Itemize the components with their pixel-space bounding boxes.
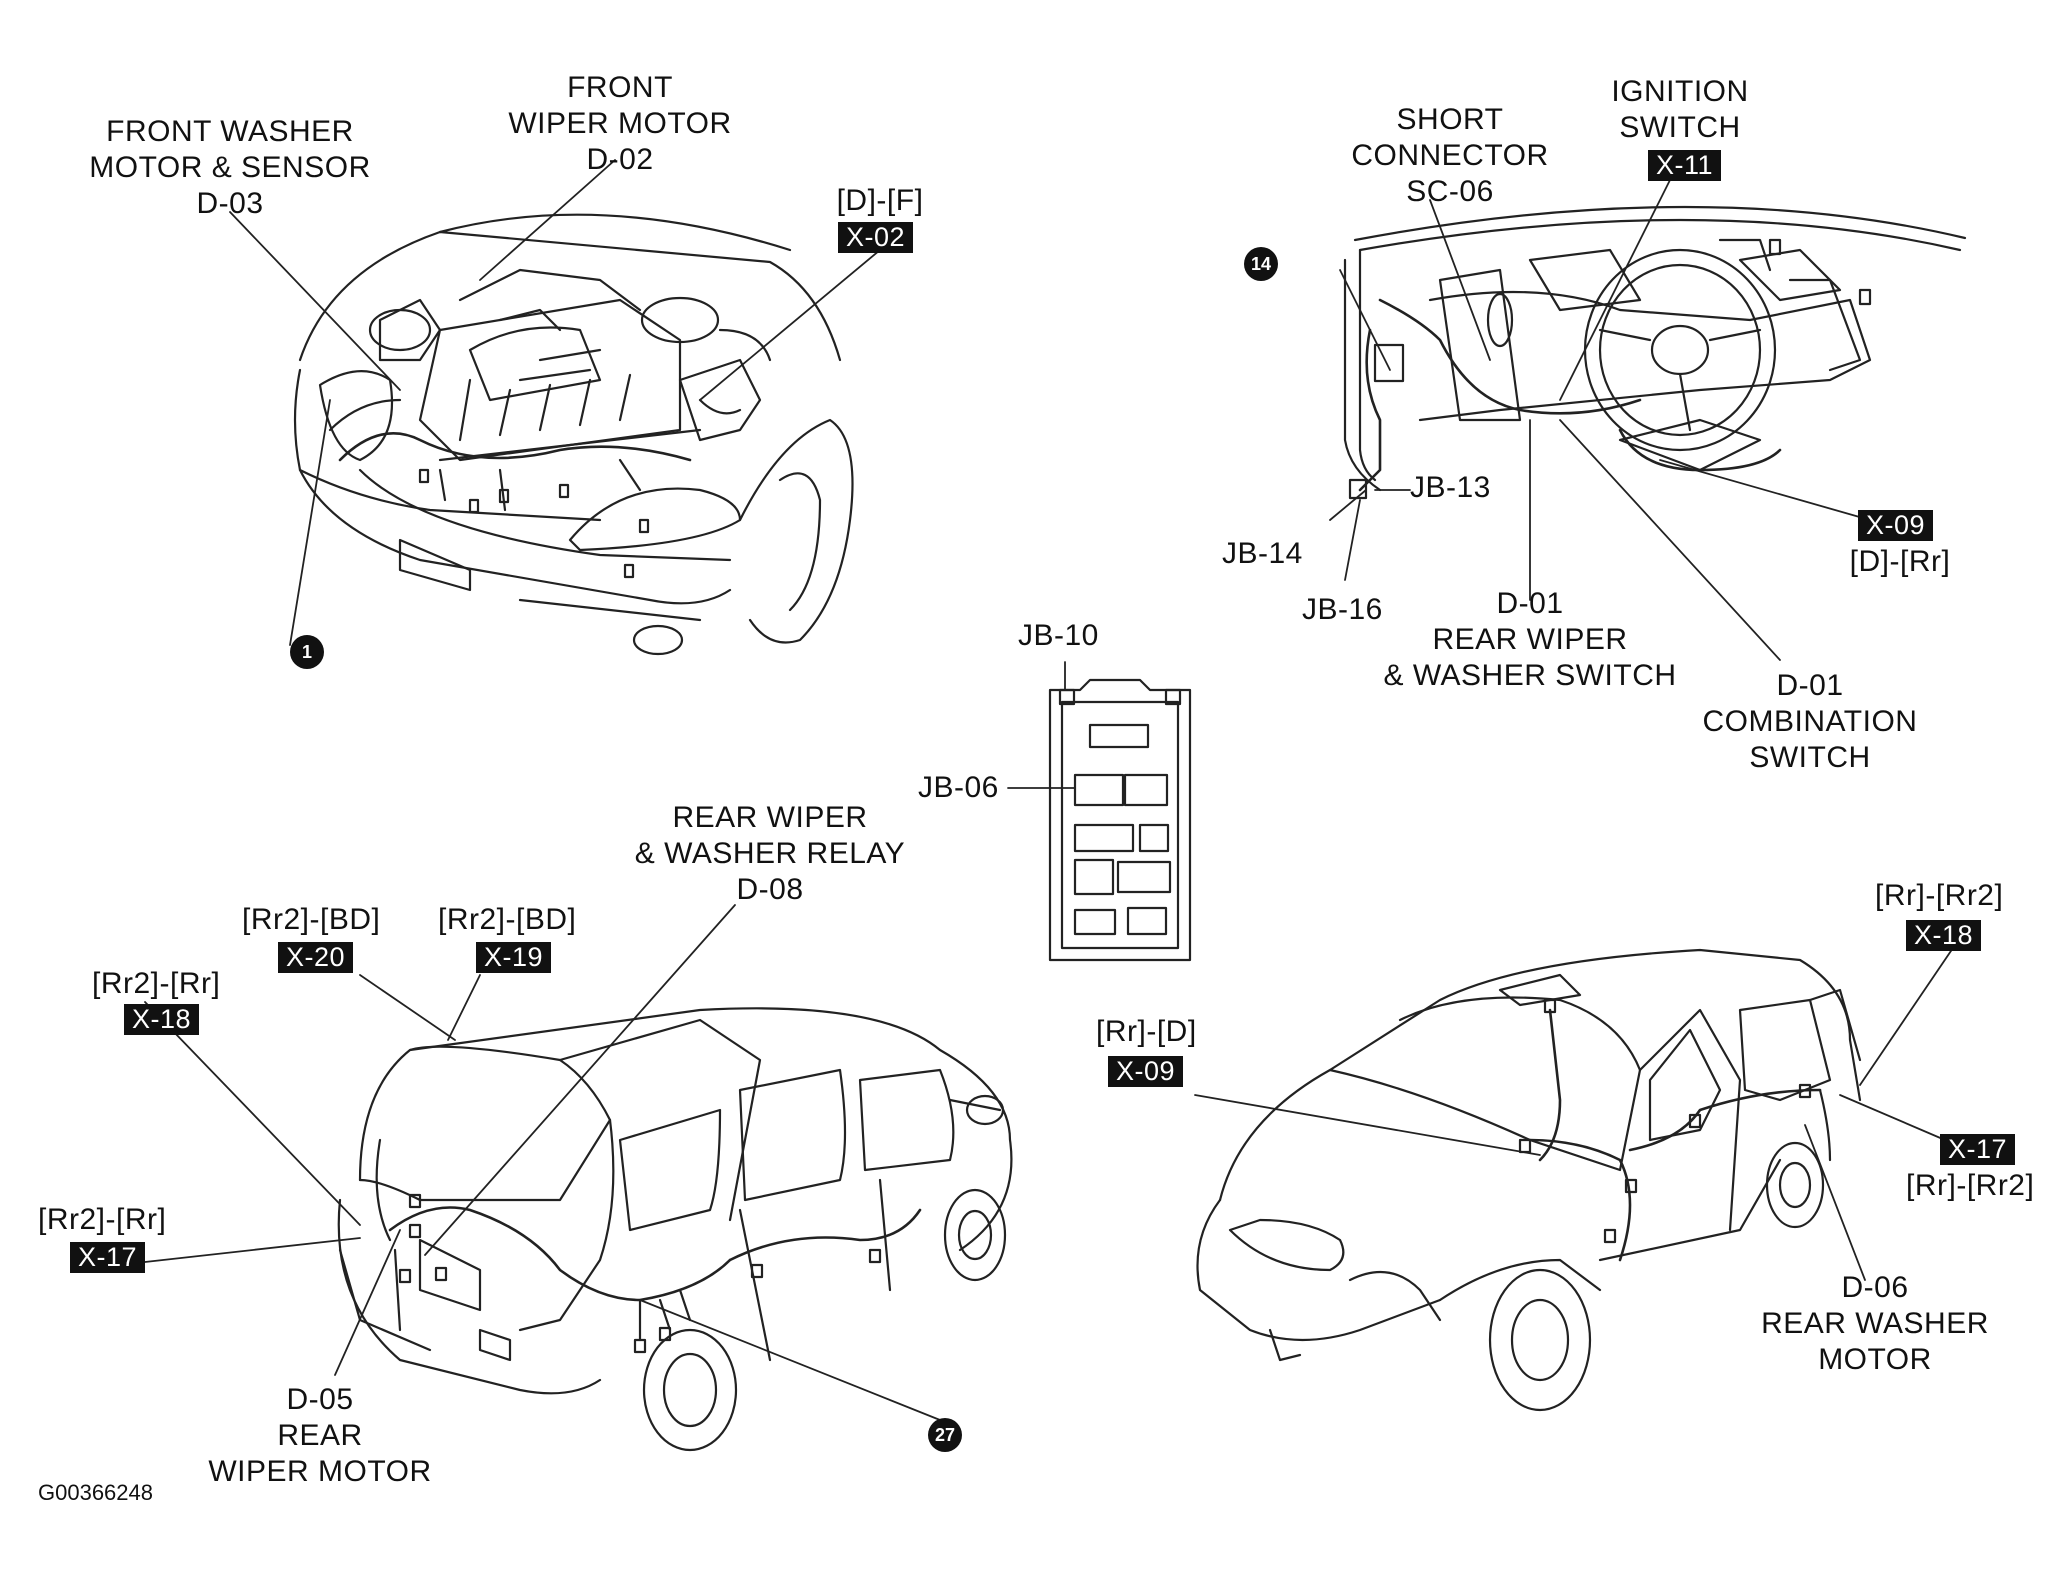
rr2-rr-a-label: [Rr2]-[Rr] [92,967,221,1000]
jb14-label: JB-14 [1222,537,1303,570]
rr-rr2-top-label: [Rr]-[Rr2] [1875,879,2004,912]
x09-top-tag: X-09 [1858,510,1934,541]
x20-tag: X-20 [278,942,354,973]
marker-1: 1 [290,635,324,669]
front-van-drawing [1196,948,1862,1412]
x18-right-tag: X-18 [1906,920,1982,951]
jb13-label: JB-13 [1410,471,1491,504]
x18-left-tag: X-18 [124,1004,200,1035]
d-rr-label: [D]-[Rr] [1849,545,1951,578]
x17-right-tag: X-17 [1940,1134,2016,1165]
dashboard-drawing [1343,205,1967,500]
rr2-bd-b-label: [Rr2]-[BD] [438,903,577,936]
jb16-label: JB-16 [1302,593,1383,626]
rr2-rr-b-label: [Rr2]-[Rr] [38,1203,167,1236]
x11-tag: X-11 [1648,150,1722,181]
x17-left-tag: X-17 [70,1242,146,1273]
marker-14: 14 [1244,247,1278,281]
x02-tag: X-02 [838,222,914,253]
x09-bottom-tag: X-09 [1108,1056,1184,1087]
jb10-label: JB-10 [1018,619,1099,652]
rear-van-drawing [337,1007,1013,1452]
junction-block-drawing [1048,678,1192,962]
jb06-label: JB-06 [918,771,999,804]
rr-d-label: [Rr]-[D] [1096,1015,1197,1048]
x19-tag: X-19 [476,942,552,973]
df-connector-label: [D]-[F] [836,184,924,217]
marker-27: 27 [928,1418,962,1452]
leader-lines [144,159,1956,1421]
front-car-drawing [293,213,854,656]
rr-rr2-bottom-label: [Rr]-[Rr2] [1906,1169,2035,1202]
rr2-bd-a-label: [Rr2]-[BD] [242,903,381,936]
diagram-code: G00366248 [38,1480,153,1505]
